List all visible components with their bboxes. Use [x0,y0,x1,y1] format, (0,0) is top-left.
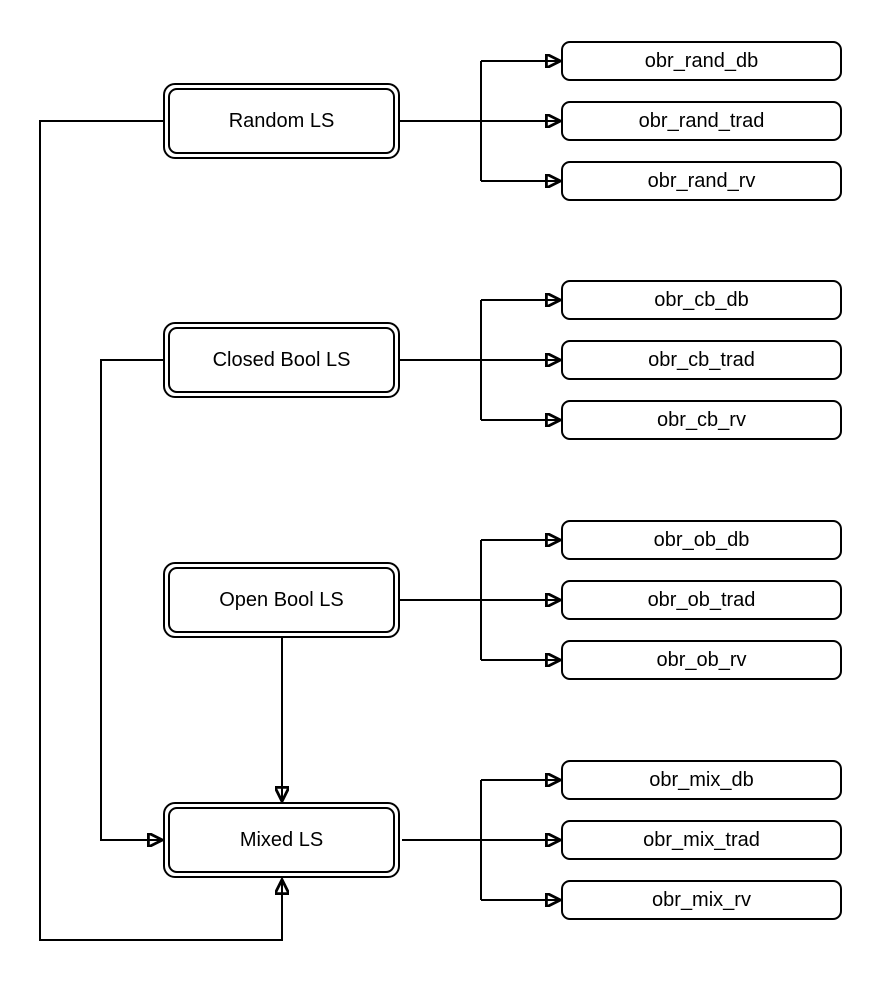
node-obr-rand-rv-label: obr_rand_rv [647,169,756,192]
node-obr-ob-db-label: obr_ob_db [653,528,750,551]
node-obr-ob-rv-label: obr_ob_rv [656,648,747,671]
node-obr-cb-trad-label: obr_cb_trad [648,348,755,371]
node-obr-cb-trad: obr_cb_trad [561,340,842,380]
node-obr-ob-trad: obr_ob_trad [561,580,842,620]
node-obr-mix-rv-label: obr_mix_rv [652,888,751,911]
node-obr-rand-trad: obr_rand_trad [561,101,842,141]
node-obr-rand-trad-label: obr_rand_trad [638,109,765,132]
node-obr-ob-rv: obr_ob_rv [561,640,842,680]
edge-random-to-mixed [39,120,282,941]
node-obr-ob-trad-label: obr_ob_trad [647,588,756,611]
node-obr-mix-db: obr_mix_db [561,760,842,800]
node-mixed-ls-label: Mixed LS [239,828,324,851]
node-obr-cb-rv-label: obr_cb_rv [657,408,746,431]
node-obr-cb-db: obr_cb_db [561,280,842,320]
node-obr-rand-db-label: obr_rand_db [644,49,759,72]
node-closed-bool-ls-inner-border: Closed Bool LS [168,327,395,393]
node-obr-ob-db: obr_ob_db [561,520,842,560]
node-obr-mix-trad-label: obr_mix_trad [643,828,760,851]
node-random-ls-inner-border: Random LS [168,88,395,154]
node-open-bool-ls: Open Bool LS [163,562,400,638]
node-random-ls: Random LS [163,83,400,159]
edge-closed-to-mixed [100,359,163,840]
node-obr-cb-rv: obr_cb_rv [561,400,842,440]
node-closed-bool-ls: Closed Bool LS [163,322,400,398]
node-obr-mix-trad: obr_mix_trad [561,820,842,860]
node-mixed-ls-inner-border: Mixed LS [168,807,395,873]
node-closed-bool-ls-label: Closed Bool LS [212,348,351,371]
node-obr-rand-rv: obr_rand_rv [561,161,842,201]
node-open-bool-ls-label: Open Bool LS [219,588,344,611]
node-obr-mix-db-label: obr_mix_db [649,768,754,791]
node-mixed-ls: Mixed LS [163,802,400,878]
node-obr-cb-db-label: obr_cb_db [654,288,749,311]
node-open-bool-ls-inner-border: Open Bool LS [168,567,395,633]
node-random-ls-label: Random LS [228,109,335,132]
node-obr-rand-db: obr_rand_db [561,41,842,81]
node-obr-mix-rv: obr_mix_rv [561,880,842,920]
